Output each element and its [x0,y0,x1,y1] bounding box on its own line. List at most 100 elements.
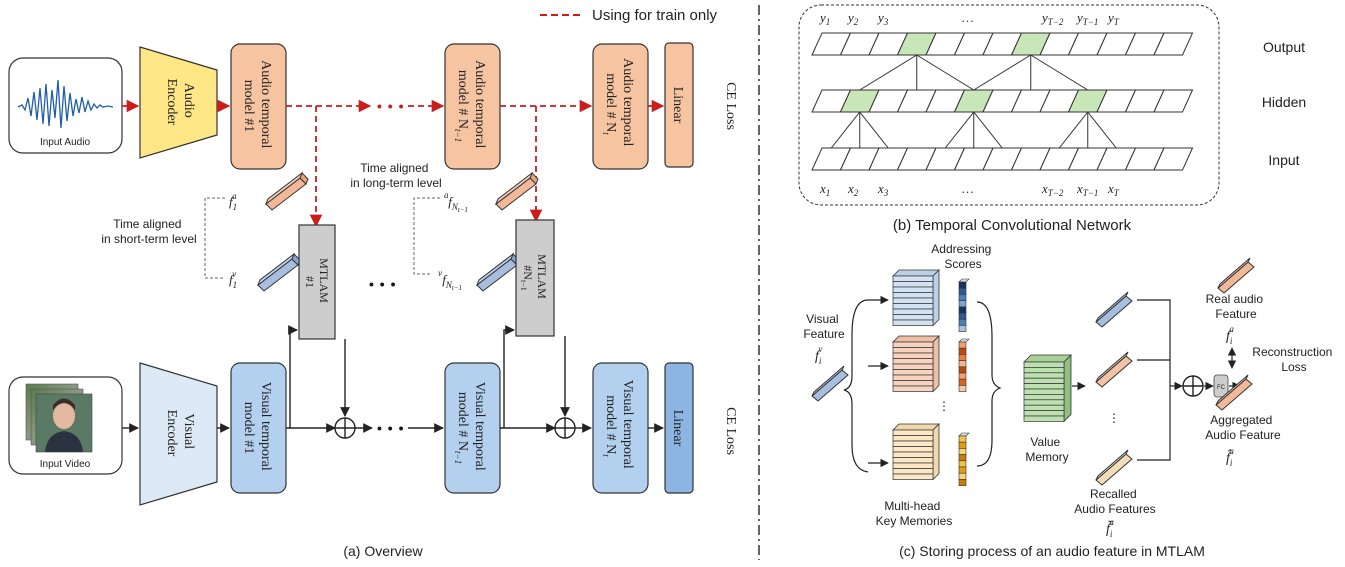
audio-model-n1-sub: t−1 [453,129,463,142]
tcn-edge [973,54,1032,91]
caption-tcn: (b) Temporal Convolutional Network [893,217,1132,234]
value-memory-side [1063,354,1072,423]
tcn-edge [1058,111,1089,149]
sum-node-3 [1182,375,1204,397]
key-memory-row [892,319,934,326]
score-cell [958,472,967,480]
value-memory-row [1023,377,1065,384]
legend-label: Using for train only [592,7,718,24]
svg-text:Audio temporal model # N: Audio temporal model # Nt−1 [453,60,487,152]
score-cell [958,441,967,449]
visual-encoder-line1: Visual [181,413,196,449]
recalled-bar-1 [1095,291,1133,328]
aggregated-bar [1215,374,1253,411]
real-audio-bar [1217,257,1255,294]
value-memory-row [1023,404,1065,411]
sum-node-2 [554,417,576,439]
tcn-output-label: Output [1263,39,1305,55]
value-memory-row [1023,372,1065,379]
tcn-edge [944,111,975,149]
audio-model-n1-line1: Audio temporal [472,60,487,148]
legend: Using for train only [540,7,718,24]
key-memory-top [892,423,940,431]
visual-encoder-line2: Encoder [164,410,179,457]
mtlam-n1-line2: #N [521,265,535,280]
long-term-label: Time aligned in long-term level [350,161,441,190]
tcn-x-label: xT [1107,181,1120,198]
key-memory-side [932,335,940,393]
tcn-input-label: Input [1268,152,1299,168]
label-fia: fia [1226,324,1234,346]
score-cell [958,454,967,462]
score-cell [958,385,967,392]
visual-model-n: Visual temporal model # Nt [592,362,649,494]
addressing-label: Addressing Scores [931,242,994,271]
audio-linear-label: Linear [670,87,685,124]
tcn-input-cell [1153,147,1194,171]
key-memory-row [892,429,934,436]
value-memory-row [1023,410,1065,417]
audio-encoder: Audio Encoder [139,46,218,159]
score-cell [958,312,967,320]
visual-feature-bar [811,365,849,402]
score-cell [958,479,967,486]
key-memory-row [892,286,934,293]
value-memory-row [1023,415,1065,422]
value-memory [1023,354,1072,423]
visual-model-n-line2: model # N [603,395,618,454]
tcn-y-label: y1 [818,10,830,27]
visual-path [122,325,664,433]
tcn-x-label: x3 [877,181,889,198]
visual-model-n1-line1: Visual temporal [472,382,487,471]
score-cell [958,300,967,308]
recalled-label: Recalled Audio Features [1074,487,1155,516]
svg-text:Visual temporal model #: Visual temporal model # Nt [601,380,635,472]
visual-linear: Linear [664,362,694,494]
short-term-bracket [204,197,225,279]
score-cell [958,448,967,455]
svg-text:Audio temporal model # N: Audio temporal model # Nt [601,58,635,150]
svg-text:MTLAM #1: MTLAM #1 [303,258,331,306]
key-memory-row [892,440,934,447]
tcn-x-label: x1 [819,181,830,198]
svg-text:Visual temporal model #1: Visual temporal model #1 [241,382,273,474]
score-cell [958,466,967,474]
key-memory-row [892,380,934,387]
tcn-y-label: yT [1106,10,1120,27]
brace-arrows [868,295,889,468]
middle-dots: • • • [369,276,396,292]
label-fna: fNt−1a [444,190,468,214]
feature-fnv [475,252,520,292]
audio-model-n-sub: t [601,132,611,135]
short-term-label: Time aligned in short-term level [101,217,196,246]
tcn-y-label: y3 [876,10,889,27]
tcn-edge [973,111,1003,149]
label-f1a: f1a [229,191,237,212]
reconstruction-label: Reconstruction Loss [1252,345,1335,374]
tcn-edge [1087,111,1117,149]
score-cell [958,372,967,380]
label-fiv: fiv [815,344,822,366]
visual-ce-loss: CE Loss [723,407,738,455]
score-cell [958,378,967,386]
label-agg-sym: f̂ia [1226,446,1234,468]
svg-text:Visual Encoder: Visual Encoder [164,410,196,457]
score-cell [958,318,967,326]
feature-fna [494,171,539,211]
visual-model-n-sub: t [601,454,611,457]
value-memory-row [1023,399,1065,406]
key-memory-side [932,423,940,481]
key-memory-row [892,352,934,359]
key-memories-label: Multi-head Key Memories [876,499,953,528]
audio-model-n-line2: model # N [603,73,618,132]
audio-path [122,99,665,228]
value-memory-row [1023,367,1065,374]
score-cell [958,360,967,368]
mtlam-1-line1: MTLAM [317,258,331,303]
key-memory-top [892,335,940,343]
audio-dots: • • • [377,98,404,114]
key-memory-row [892,341,934,348]
tcn-edge [859,54,918,91]
